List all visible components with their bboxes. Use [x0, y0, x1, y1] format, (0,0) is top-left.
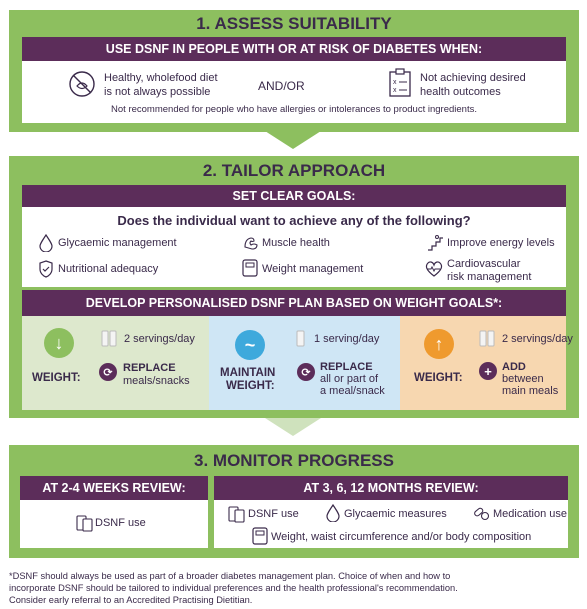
lose-action: REPLACE [123, 362, 176, 374]
dsnf-can-icon [74, 513, 94, 533]
arrow-1-to-2 [265, 131, 321, 149]
lose-weight-label: WEIGHT: [32, 372, 81, 384]
arrow-2-to-3 [265, 418, 321, 436]
goal-nutritional: Nutritional adequacy [58, 263, 159, 275]
glucose-drop-icon-2 [325, 504, 341, 522]
goal-cardio-line1: Cardiovascular [447, 258, 521, 270]
section-tailor-title: 2. TAILOR APPROACH [202, 161, 386, 180]
footnote-line2: incorporate DSNF should be tailored to i… [9, 583, 458, 593]
review-months-bar: AT 3, 6, 12 MONTHS REVIEW: [214, 476, 568, 500]
gain-detail-1: between [502, 373, 544, 385]
goal-muscle: Muscle health [262, 237, 330, 249]
maintain-action: REPLACE [320, 361, 373, 373]
goal-cardio-line2: risk management [447, 271, 532, 283]
replace-icon-1: ⟳ [99, 363, 117, 381]
section-assess-panel [22, 61, 566, 123]
maintain-weight-label-1: MAINTAIN [220, 367, 276, 379]
svg-text:x: x [393, 79, 397, 86]
goal-energy: Improve energy levels [447, 237, 555, 249]
gain-weight-label: WEIGHT: [414, 372, 463, 384]
energy-stairs-icon [426, 234, 444, 252]
gain-servings: 2 servings/day [502, 333, 573, 345]
review-months-weight: Weight, waist circumference and/or body … [271, 531, 532, 543]
gain-detail-2: main meals [502, 385, 559, 397]
goals-question: Does the individual want to achieve any … [117, 213, 471, 228]
review-months-glycaemic: Glycaemic measures [344, 508, 447, 520]
allergy-note: Not recommended for people who have alle… [111, 104, 477, 115]
drink-bottles-icon-2 [478, 328, 498, 348]
svg-text:x: x [393, 87, 397, 94]
plan-bar: DEVELOP PERSONALISED DSNF PLAN BASED ON … [22, 290, 566, 316]
down-arrow-icon: ↓ [44, 328, 74, 358]
review-2-4-weeks-bar: AT 2-4 WEEKS REVIEW: [20, 476, 208, 500]
lose-servings: 2 servings/day [124, 333, 195, 345]
review-months-panel [214, 500, 568, 548]
maintain-detail-1: all or part of [320, 373, 379, 385]
not-achieving-text-line1: Not achieving desired [420, 72, 526, 84]
review-months-medication: Medication use [493, 508, 567, 520]
section-assess-bar: USE DSNF IN PEOPLE WITH OR AT RISK OF DI… [22, 37, 566, 61]
pills-icon [472, 504, 490, 522]
drink-bottles-icon [100, 328, 120, 348]
muscle-arm-icon [242, 234, 260, 252]
drink-bottle-icon [295, 328, 307, 348]
goal-weight: Weight management [262, 263, 364, 275]
review-2-4-weeks-panel [20, 500, 208, 548]
lose-detail: meals/snacks [123, 375, 190, 387]
maintain-servings: 1 serving/day [314, 333, 380, 345]
healthy-diet-text-line2: is not always possible [104, 86, 211, 98]
not-achieving-text-line2: health outcomes [420, 86, 501, 98]
add-icon: + [479, 362, 497, 380]
wave-icon: ~ [235, 330, 265, 360]
maintain-detail-2: a meal/snack [320, 385, 385, 397]
up-arrow-icon: ↑ [424, 329, 454, 359]
scale-icon [242, 259, 258, 277]
review-months-dsnf-use: DSNF use [248, 508, 299, 520]
goal-glycaemic: Glycaemic management [58, 237, 177, 249]
glucose-drop-icon [38, 234, 54, 252]
scale-icon-2 [252, 527, 268, 545]
review-2-4-dsnf-use: DSNF use [95, 517, 146, 529]
dsnf-can-icon-2 [226, 504, 246, 524]
heart-pulse-icon [424, 260, 444, 278]
goals-panel [22, 207, 566, 287]
and-or-label: AND/OR [258, 79, 305, 93]
section-assess-title: 1. ASSESS SUITABILITY [196, 14, 392, 33]
section-monitor-title: 3. MONITOR PROGRESS [194, 451, 394, 470]
no-food-icon [68, 70, 96, 98]
maintain-weight-label-2: WEIGHT: [226, 380, 275, 392]
shield-check-icon [38, 260, 54, 278]
replace-icon-2: ⟳ [297, 363, 315, 381]
healthy-diet-text-line1: Healthy, wholefood diet [104, 72, 218, 84]
gain-action: ADD [502, 361, 526, 373]
footnote-line1: *DSNF should always be used as part of a… [9, 571, 451, 581]
set-goals-bar: SET CLEAR GOALS: [22, 185, 566, 207]
footnote-line3: Consider early referral to an Accredited… [9, 595, 253, 605]
